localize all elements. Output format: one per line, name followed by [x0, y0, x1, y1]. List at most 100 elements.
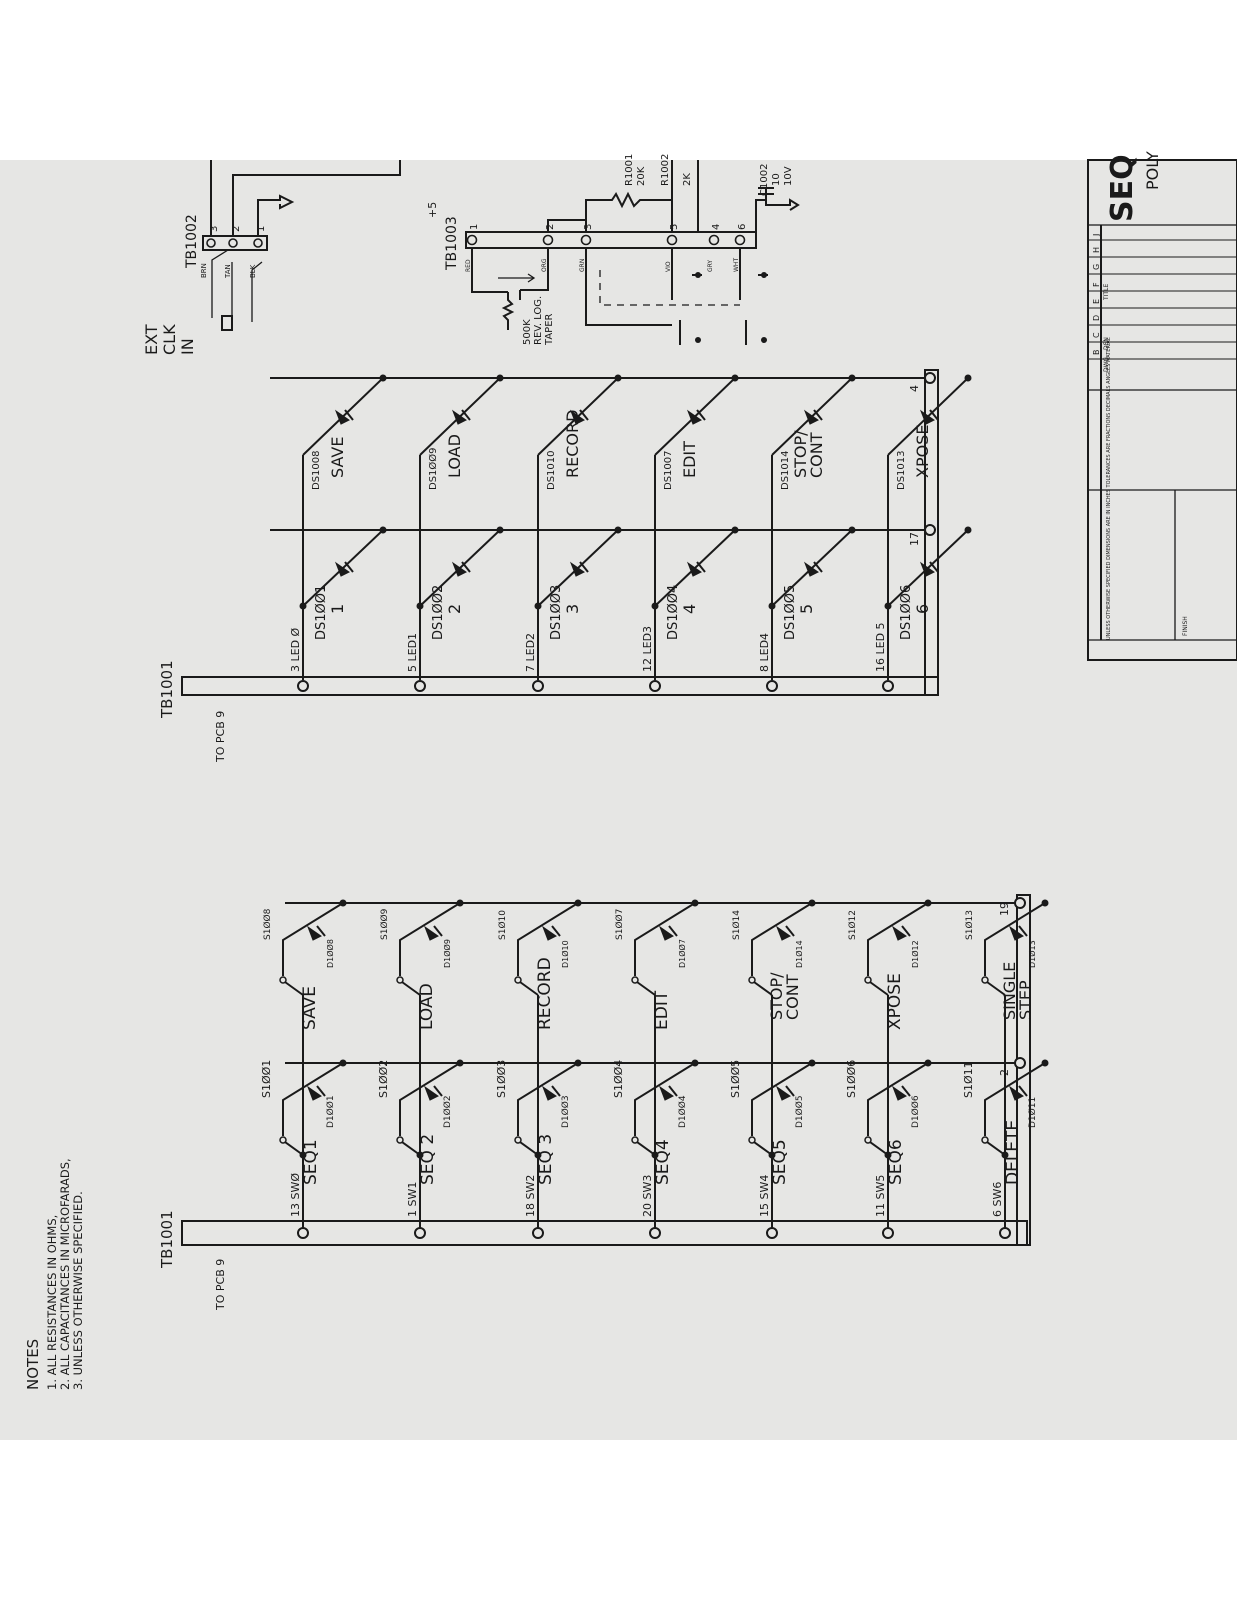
switch-right-label-a-4: STOP/: [767, 972, 786, 1020]
switch-pin-label-1: 1 SW1: [406, 1182, 419, 1217]
led-left-diode-2-bar: [579, 561, 589, 573]
diode-right-3-bar: [668, 925, 678, 937]
switch-left-label-0: SEQ1: [301, 1139, 321, 1185]
led-pin-label-4: 8 LED4: [758, 633, 771, 672]
ext-clk-line2: CLK: [160, 324, 179, 355]
switch-pin-label-2: 18 SW2: [524, 1175, 537, 1217]
switch-to-pcb: TO PCB 9: [214, 1259, 227, 1311]
diode-left-6-bar: [1018, 1085, 1028, 1097]
bus-pin-17: 17: [908, 532, 921, 546]
tb1002-pin-1-num: 1: [256, 226, 267, 232]
led-right-label-0: SAVE: [328, 437, 347, 478]
switch-right-ref-4: S1Ø14: [731, 910, 742, 940]
switch-left-label-1: SEQ 2: [418, 1134, 438, 1185]
switch-right-label-a-6: SINGLE: [1000, 962, 1019, 1020]
switch-right-label-1: LOAD: [417, 983, 437, 1030]
diode-left-5-bar: [901, 1085, 911, 1097]
led-bus4-junction-1: [496, 374, 504, 382]
led-right-label-1: LOAD: [445, 434, 464, 478]
company-logo: SEQ: [1105, 154, 1140, 222]
switch-contacts: [671, 248, 768, 345]
diode-left-6: [1008, 1085, 1024, 1101]
diode-right-5: [891, 925, 907, 941]
switch-contact-left-2: [514, 1136, 522, 1144]
switch-contact-left-3: [631, 1136, 639, 1144]
led-left-label-1: 2: [445, 604, 464, 614]
led-left-diode-3-bar: [696, 561, 706, 573]
led-pin-2: [532, 680, 544, 692]
led-bus17-junction-2: [614, 526, 622, 534]
led-bus4-junction-0: [379, 374, 387, 382]
pot-label-1: 500K: [522, 319, 533, 345]
note-3: 3. UNLESS OTHERWISE SPECIFIED.: [71, 1191, 85, 1390]
led-bus4-junction-5: [964, 374, 972, 382]
led-pin-3: [649, 680, 661, 692]
switch-matrix: 2 19 13 SWØS1ØØ1D1ØØ1SEQ1S1ØØ8D1ØØ8SAVE1…: [158, 894, 1049, 1311]
r1001-label: R1001: [624, 154, 635, 186]
switch-pin-0: [297, 1227, 309, 1239]
led-left-ref-3: DS1ØØ4: [666, 585, 681, 640]
title-row-C: C: [1092, 332, 1101, 338]
switch-pin-5: [882, 1227, 894, 1239]
led-to-pcb: TO PCB 9: [214, 711, 227, 763]
title-field-dsn: DSN: [1103, 337, 1110, 350]
diode-right-2: [541, 925, 557, 941]
switch-right-ref-0: S1ØØ8: [262, 908, 273, 940]
pin-17-terminal: [924, 524, 936, 536]
title-field-dwg: DWG: [1103, 356, 1110, 372]
led-right-label-3: EDIT: [680, 441, 699, 478]
pot-label-2: REV. LOG.: [533, 296, 544, 345]
led-left-diode-5-bar: [929, 561, 939, 573]
switch-arm-right-0: [282, 902, 344, 996]
pin-4-terminal: [924, 372, 936, 384]
led-left-label-3: 4: [680, 604, 699, 614]
switch-arm-right-4: [751, 902, 813, 996]
led-pin-label-2: 7 LED2: [524, 633, 537, 672]
switch-contact-right-5: [864, 976, 872, 984]
tb1002-pin2: [228, 238, 238, 248]
note-2: 2. ALL CAPACITANCES IN MICROFARADS,: [58, 1158, 72, 1390]
diode-left-3: [658, 1085, 674, 1101]
led-right-ref-0: DS1008: [311, 451, 322, 491]
led-bus4-junction-2: [614, 374, 622, 382]
tb1001-led-strip: [181, 676, 939, 696]
switch-left-ref-0: S1ØØ1: [260, 1060, 273, 1098]
led-right-diode-3: [686, 409, 702, 425]
led-left-diode-1: [451, 561, 467, 577]
switch-pin-1: [414, 1227, 426, 1239]
title-row-B: B: [1092, 350, 1101, 356]
led-right-diode-2-bar: [579, 409, 589, 421]
led-pin-5: [882, 680, 894, 692]
switch-tb-label: TB1001: [158, 1210, 176, 1269]
diode-left-ref-5: D1ØØ6: [910, 1095, 921, 1128]
pot-label-3: TAPER: [544, 313, 555, 346]
c1002-value: 10: [771, 173, 782, 186]
switch-right-ref-2: S1Ø10: [497, 910, 508, 940]
title-row-H: H: [1092, 247, 1101, 253]
jack-wiring: [211, 249, 263, 322]
led-left-diode-0: [334, 561, 350, 577]
tb1003-pin-num-0: 1: [469, 224, 480, 230]
switch-right-label-3: EDIT: [652, 990, 672, 1030]
diode-right-ref-6: D1Ø13: [1027, 940, 1037, 968]
led-right-diode-4-bar: [813, 409, 823, 421]
bus19-junction-4: [808, 899, 816, 907]
diode-right-1-bar: [433, 925, 443, 937]
tb1002-pin-2-num: 2: [231, 226, 242, 232]
switch-contact-right-4: [748, 976, 756, 984]
switch-pin-2: [532, 1227, 544, 1239]
switch-contact-left-1: [396, 1136, 404, 1144]
led-left-diode-2: [569, 561, 585, 577]
contact-3: [695, 337, 701, 343]
led-right-diode-2: [569, 409, 585, 425]
diode-left-0: [306, 1085, 322, 1101]
diode-right-ref-5: D1Ø12: [910, 940, 920, 968]
led-right-diode-5: [919, 409, 935, 425]
led-right-ref-2: DS1010: [546, 451, 557, 491]
tb1003-pin-num-1: 2: [545, 224, 556, 230]
diode-right-4-bar: [785, 925, 795, 937]
switch-left-label-3: SEQ4: [653, 1139, 673, 1185]
tb1002-strip: [202, 235, 268, 251]
